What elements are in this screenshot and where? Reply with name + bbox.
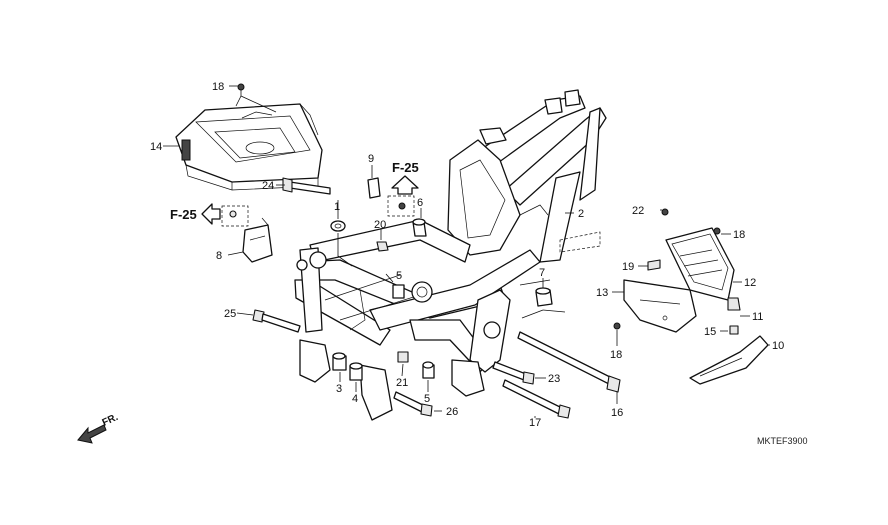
part-13-cover	[623, 279, 697, 333]
part-1-grommet	[330, 220, 346, 232]
front-label: FR.	[101, 412, 120, 429]
part-5-collar-upper	[392, 284, 405, 299]
callout-13: 13	[596, 287, 608, 299]
ref-label-left: F-25	[170, 207, 197, 222]
callout-25: 25	[224, 308, 236, 320]
leader-lines	[163, 85, 770, 418]
callout-18-top: 18	[212, 81, 224, 93]
part-8-bracket	[242, 217, 273, 263]
part-21-nut	[397, 351, 409, 363]
part-19-clip	[647, 259, 661, 271]
callout-24: 24	[262, 180, 274, 192]
front-direction-indicator: FR.	[77, 412, 120, 444]
callout-14: 14	[150, 141, 162, 153]
callout-20: 20	[374, 219, 386, 231]
part-10-stay	[689, 335, 769, 385]
callout-17: 17	[529, 417, 541, 429]
part-22-grommet	[661, 208, 669, 216]
callout-12: 12	[744, 277, 756, 289]
callout-18-lower: 18	[610, 349, 622, 361]
part-18-screw-top	[237, 83, 245, 96]
drawing-code: MKTEF3900	[757, 436, 808, 446]
part-2-frame	[294, 89, 607, 421]
callout-9: 9	[368, 153, 374, 165]
callout-3: 3	[336, 383, 342, 395]
callout-21: 21	[396, 377, 408, 389]
callout-7: 7	[539, 267, 545, 279]
part-16-bolt	[517, 331, 621, 393]
callout-5-upper: 5	[396, 270, 402, 282]
callout-6: 6	[417, 197, 423, 209]
part-17-bolt	[502, 379, 571, 419]
part-23-bolt	[492, 361, 535, 385]
callout-10: 10	[772, 340, 784, 352]
part-26-bolt	[393, 391, 433, 417]
part-11-grommet	[727, 297, 741, 311]
ref-box-top	[387, 195, 415, 217]
part-12-unit	[665, 227, 735, 301]
part-18-screw-right	[713, 227, 721, 235]
part-4-collar	[349, 362, 363, 381]
part-7-collar	[535, 287, 553, 307]
part-25-bolt	[252, 309, 301, 333]
ref-arrow-top: F-25	[391, 160, 419, 195]
part-9-clip	[367, 177, 381, 199]
callout-19: 19	[622, 261, 634, 273]
part-24-bolt	[282, 177, 331, 195]
ref-arrow-left: F-25	[170, 203, 221, 225]
callout-23: 23	[548, 373, 560, 385]
callout-2: 2	[578, 208, 584, 220]
callout-22: 22	[632, 205, 644, 217]
callout-5-lower: 5	[424, 393, 430, 405]
callout-18-right: 18	[733, 229, 745, 241]
callout-26: 26	[446, 406, 458, 418]
callout-11: 11	[752, 311, 763, 323]
callout-4: 4	[352, 393, 358, 405]
part-14-tray	[175, 103, 323, 191]
ref-box-left	[221, 205, 249, 227]
callout-1: 1	[334, 201, 340, 213]
ref-label-top: F-25	[392, 160, 419, 175]
part-3-collar	[332, 352, 347, 371]
part-15-nut	[729, 325, 739, 335]
part-5-collar-lower	[422, 361, 435, 379]
part-20-nut	[376, 241, 389, 252]
front-arrow-icon	[77, 424, 107, 444]
callout-8: 8	[216, 250, 222, 262]
callout-15: 15	[704, 326, 716, 338]
callout-labels: 18 14 24 1 9 20 6 5 2 7 8 25 3 4 21 5 26…	[150, 81, 784, 429]
callout-16: 16	[611, 407, 623, 419]
part-6-collar	[412, 218, 427, 237]
part-18-screw-lower	[613, 322, 621, 330]
